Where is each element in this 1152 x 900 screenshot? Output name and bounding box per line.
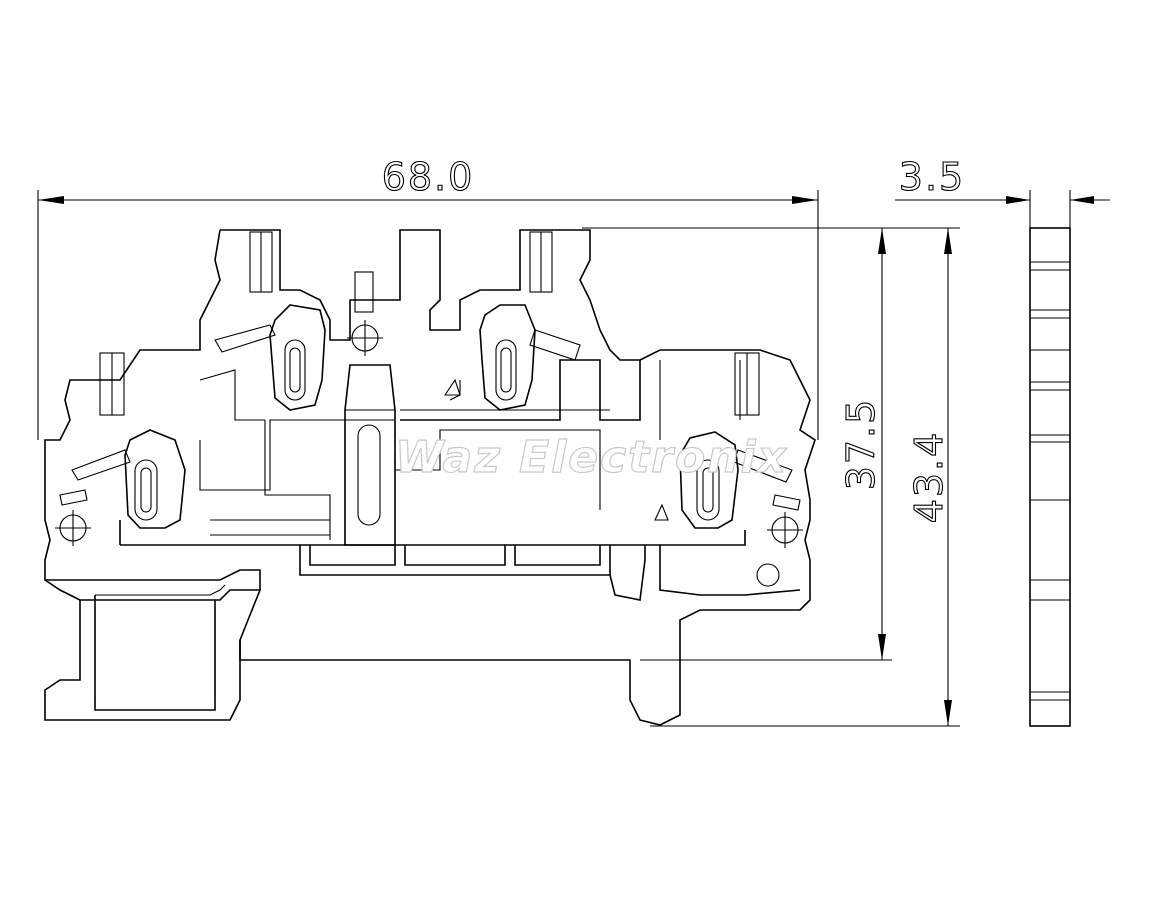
dimension-height-total: 43.4 — [650, 228, 960, 727]
dimension-thickness: 3.5 — [895, 154, 1110, 228]
inner-channel — [119, 520, 801, 601]
top-slots — [99, 231, 760, 416]
din-foot — [44, 579, 260, 721]
dimension-label-thickness: 3.5 — [899, 155, 965, 199]
dimension-label-width: 68.0 — [382, 155, 475, 199]
terminal-block-side-view — [44, 229, 816, 726]
dimension-label-height-body: 37.5 — [839, 398, 883, 491]
spring-clamp-top-right — [479, 304, 581, 411]
test-socket — [344, 364, 396, 546]
dimension-height-body: 37.5 — [582, 227, 960, 661]
dimension-overall-width: 68.0 — [37, 154, 819, 440]
watermark: Waz Electronix — [395, 432, 788, 483]
terminal-block-edge-view — [1029, 227, 1071, 727]
mounting-holes — [55, 320, 803, 587]
spring-clamp-top-left — [214, 304, 326, 411]
dimension-label-height-total: 43.4 — [907, 431, 951, 524]
spring-clamp-bottom-left — [71, 429, 186, 529]
spring-clamp-bottom-right — [679, 431, 793, 529]
